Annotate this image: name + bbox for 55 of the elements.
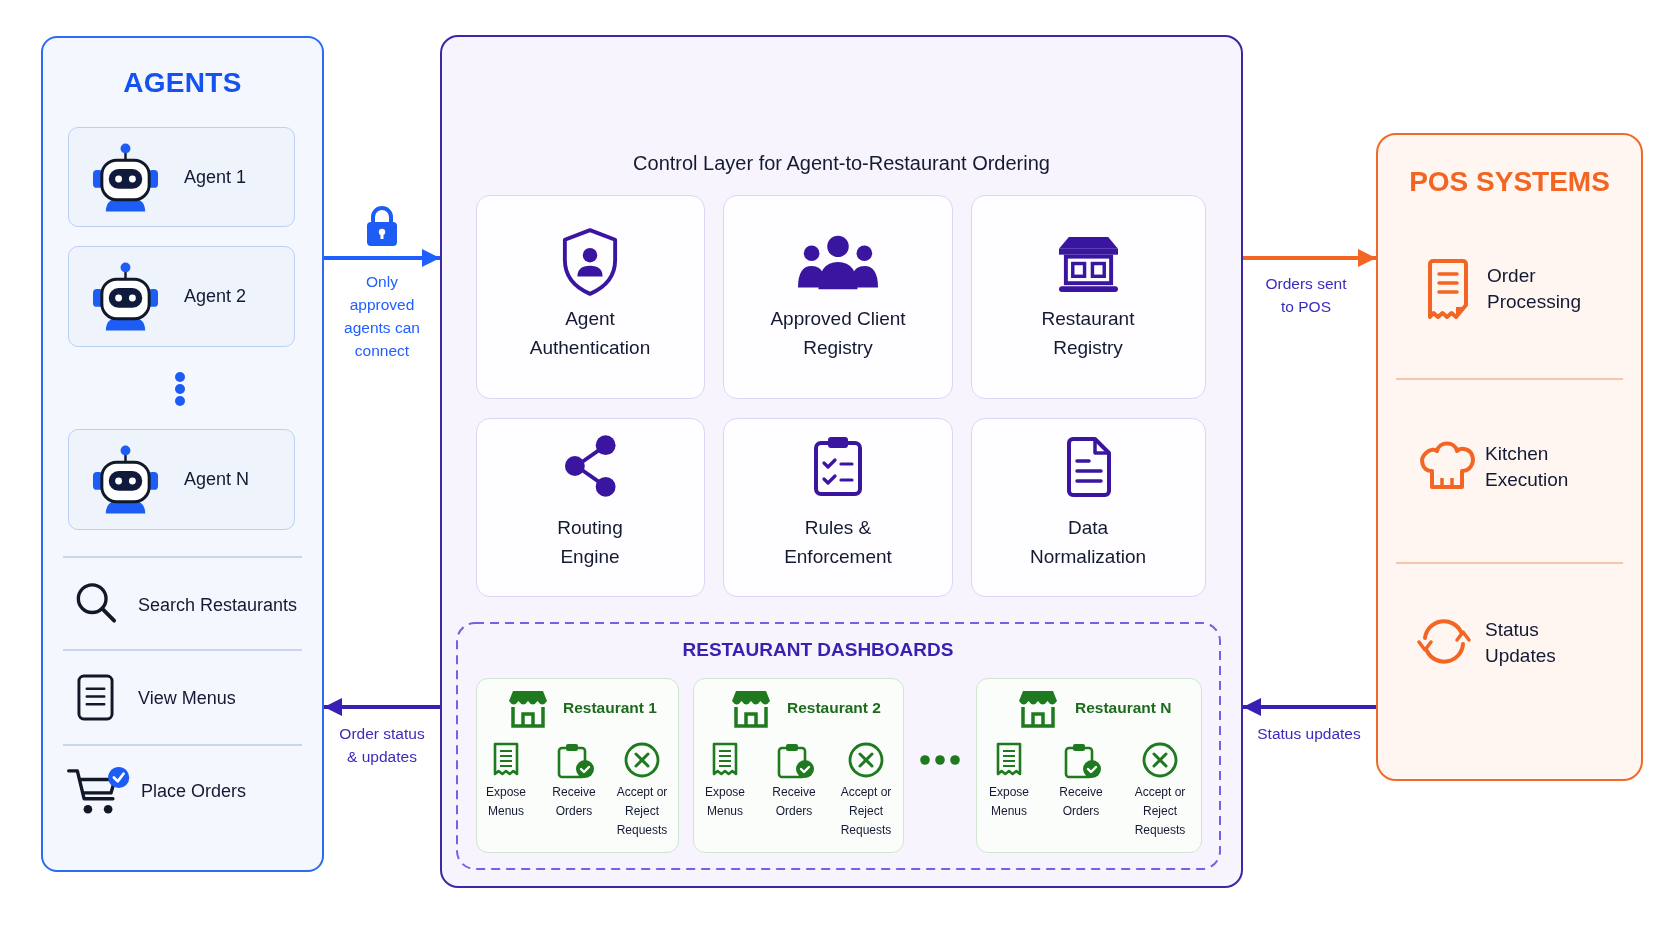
pos-function-label: Kitchen Execution [1485, 443, 1569, 490]
feature-label: Data Normalization [1029, 517, 1147, 567]
feature-label: Rules & Enforcement [784, 517, 892, 567]
connector-arrow [324, 698, 440, 716]
capability-label: Accept or Reject Requests [1134, 785, 1186, 837]
feature-card [723, 418, 953, 597]
dashboard-group [456, 622, 1221, 870]
feature-card [476, 418, 705, 597]
connector-arrow [324, 249, 440, 267]
feature-card [971, 418, 1206, 597]
action-label: Search Restaurants [138, 594, 298, 615]
feature-card [476, 195, 705, 399]
group-heading: RESTAURANT DASHBOARDS [682, 639, 954, 660]
restaurant-name: Restaurant 2 [787, 699, 881, 716]
feature-label: Agent Authentication [529, 308, 651, 358]
action-label: Place Orders [141, 780, 247, 801]
capability-label: Accept or Reject Requests [840, 785, 892, 837]
pos-function-label: Order Processing [1487, 265, 1581, 312]
panel-subtitle: Control Layer for Agent-to-Restaurant Ordering [633, 151, 1050, 174]
agent-card [68, 127, 295, 227]
feature-card [971, 195, 1206, 399]
restaurant-name: Restaurant 1 [563, 699, 657, 716]
capability-label: Receive Orders [772, 785, 816, 818]
pos-panel [1376, 133, 1643, 781]
capability-label: Receive Orders [1059, 785, 1103, 818]
capability-label: Expose Menus [989, 785, 1029, 818]
agent-card [68, 246, 295, 347]
restaurant-name: Restaurant N [1075, 699, 1172, 716]
control-layer-panel [440, 35, 1243, 888]
capability-label: Accept or Reject Requests [616, 785, 668, 837]
edge-label: Orders sent to POS [1265, 275, 1347, 315]
agents-panel [41, 36, 324, 872]
connector-arrow [1243, 249, 1376, 267]
restaurant-card [976, 678, 1202, 853]
connector-arrow [1243, 698, 1376, 716]
feature-label: Approved Client Registry [770, 308, 906, 358]
restaurant-card [693, 678, 904, 853]
agent-name: Agent 2 [184, 285, 247, 306]
panel-heading: AGENTS [123, 67, 242, 98]
capability-label: Expose Menus [705, 785, 745, 818]
capability-label: Receive Orders [552, 785, 596, 818]
capability-label: Expose Menus [486, 785, 526, 818]
edge-label: Order status & updates [339, 725, 425, 765]
action-label: View Menus [138, 687, 236, 708]
feature-label: Routing Engine [557, 517, 623, 567]
pos-function-label: Status Updates [1485, 619, 1556, 666]
edge-label: Only approved agents can connect [344, 273, 420, 359]
restaurant-card [476, 678, 679, 853]
feature-card [723, 195, 953, 399]
edge-label: Status updates [1257, 725, 1361, 742]
agent-name: Agent 1 [184, 166, 247, 187]
agent-card [68, 429, 295, 530]
agent-name: Agent N [184, 468, 250, 489]
feature-label: Restaurant Registry [1041, 308, 1135, 358]
panel-heading: POS SYSTEMS [1409, 166, 1610, 197]
